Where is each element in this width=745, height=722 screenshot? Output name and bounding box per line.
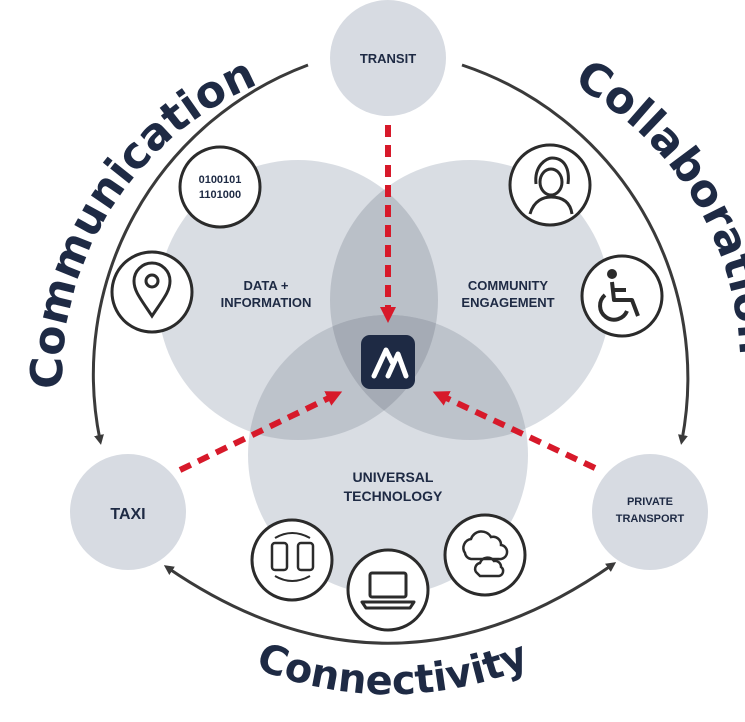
red-arrow-private (432, 391, 597, 471)
transit-label: TRANSIT (360, 51, 416, 66)
taxi-label: TAXI (110, 506, 145, 523)
laptop-icon (346, 548, 430, 632)
location-pin-icon (110, 250, 194, 334)
community-label-line1: COMMUNITY (468, 278, 548, 293)
phones-sync-icon (250, 518, 334, 602)
binary-icon: 0100101 1101000 (178, 145, 262, 229)
node-private-transport: PRIVATE TRANSPORT (592, 454, 708, 570)
node-taxi: TAXI (70, 454, 186, 570)
arrow-transit-to-taxi (91, 63, 309, 445)
cycle-arrows (91, 63, 690, 645)
community-label-line2: ENGAGEMENT (461, 295, 554, 310)
cloud-icon (443, 513, 527, 597)
data-info-label-line1: DATA + (244, 278, 289, 293)
arrow-transit-to-private (461, 63, 690, 445)
universal-label-line1: UNIVERSAL (353, 469, 434, 485)
wheelchair-icon (580, 254, 664, 338)
node-transit: TRANSIT (330, 0, 446, 116)
data-info-label-line2: INFORMATION (221, 295, 312, 310)
app-logo-icon (361, 335, 415, 389)
person-icon (508, 143, 592, 227)
private-label-line1: PRIVATE (627, 496, 673, 508)
private-label-line2: TRANSPORT (616, 513, 685, 525)
arrow-bottom-connectivity (167, 562, 617, 645)
binary-line2: 1101000 (199, 189, 241, 201)
red-arrow-taxi (178, 391, 343, 473)
red-arrows (178, 125, 597, 473)
universal-label-line2: TECHNOLOGY (344, 488, 443, 504)
binary-line1: 0100101 (199, 174, 242, 186)
